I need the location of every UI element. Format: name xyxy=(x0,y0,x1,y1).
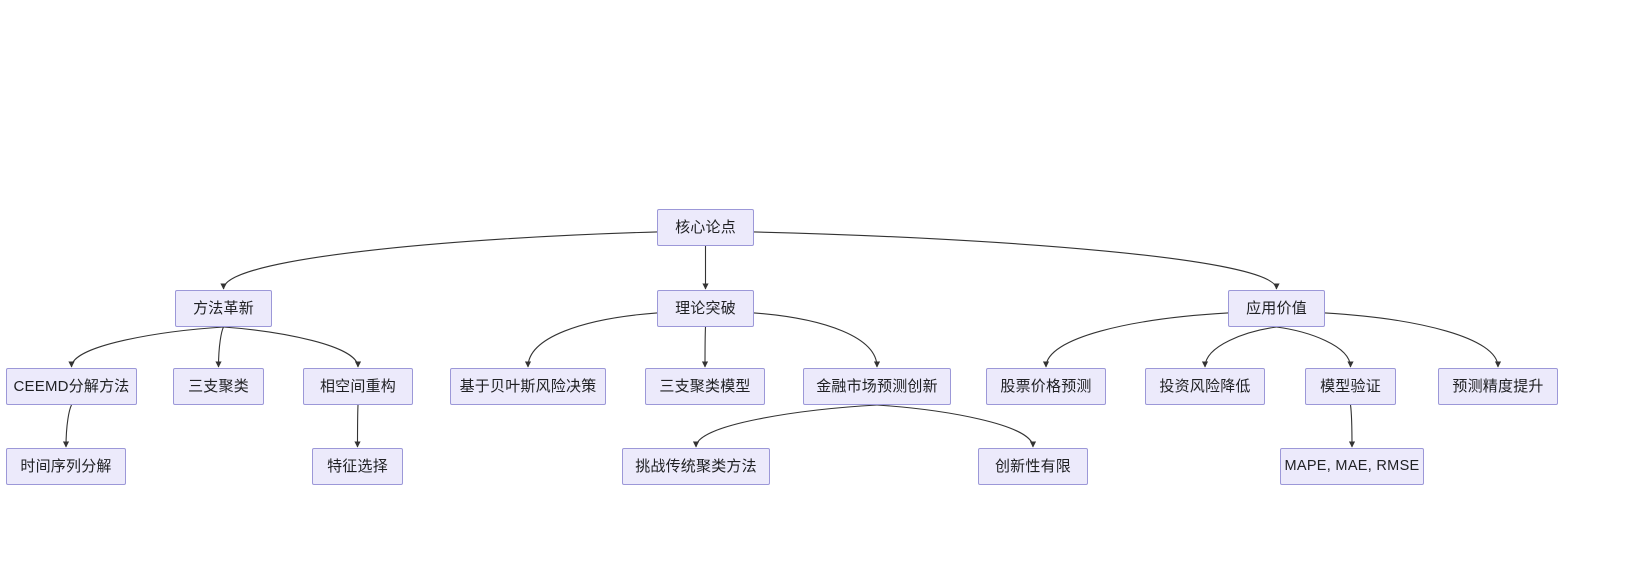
node-label: 基于贝叶斯风险决策 xyxy=(459,378,597,395)
node-l4c[interactable]: 挑战传统聚类方法 xyxy=(622,448,770,485)
node-l3e[interactable]: 三支聚类模型 xyxy=(645,368,765,405)
node-l3a[interactable]: CEEMD分解方法 xyxy=(6,368,137,405)
node-label: 金融市场预测创新 xyxy=(816,378,938,395)
node-label: MAPE, MAE, RMSE xyxy=(1284,458,1420,475)
node-l3h[interactable]: 投资风险降低 xyxy=(1145,368,1265,405)
edge-l2c-to-l3h xyxy=(1201,326,1277,368)
node-label: 方法革新 xyxy=(193,300,254,317)
node-label: 创新性有限 xyxy=(994,458,1071,475)
edge-l3i-to-l4e xyxy=(1348,404,1356,448)
node-l3f[interactable]: 金融市场预测创新 xyxy=(803,368,951,405)
edge-l3f-to-l4d xyxy=(876,404,1037,448)
node-l4d[interactable]: 创新性有限 xyxy=(978,448,1088,485)
edge-group xyxy=(62,231,1502,448)
edge-l2c-to-l3g xyxy=(1042,312,1229,368)
node-label: 核心论点 xyxy=(675,219,736,236)
edge-l2a-to-l3c xyxy=(223,326,362,368)
node-label: 预测精度提升 xyxy=(1452,378,1544,395)
node-label: 理论突破 xyxy=(675,300,736,317)
node-l4e[interactable]: MAPE, MAE, RMSE xyxy=(1280,448,1424,485)
node-l3g[interactable]: 股票价格预测 xyxy=(986,368,1106,405)
node-l2b[interactable]: 理论突破 xyxy=(657,290,754,327)
node-l3c[interactable]: 相空间重构 xyxy=(303,368,413,405)
edge-l2b-to-l3f xyxy=(753,312,881,368)
node-label: 三支聚类模型 xyxy=(659,378,751,395)
node-label: 三支聚类 xyxy=(188,378,249,395)
node-label: 应用价值 xyxy=(1246,300,1307,317)
node-root[interactable]: 核心论点 xyxy=(657,209,754,246)
edge-l2c-to-l3i xyxy=(1276,326,1354,368)
edge-l2b-to-l3d xyxy=(524,312,658,368)
node-label: CEEMD分解方法 xyxy=(13,378,130,395)
node-l3j[interactable]: 预测精度提升 xyxy=(1438,368,1558,405)
node-l2a[interactable]: 方法革新 xyxy=(175,290,272,327)
node-label: 特征选择 xyxy=(327,458,388,475)
edge-l3a-to-l4a xyxy=(62,404,72,448)
edge-l2a-to-l3b xyxy=(215,326,225,368)
node-l4b[interactable]: 特征选择 xyxy=(312,448,403,485)
node-l4a[interactable]: 时间序列分解 xyxy=(6,448,126,485)
edge-l2b-to-l3e xyxy=(701,326,709,368)
node-l3b[interactable]: 三支聚类 xyxy=(173,368,264,405)
node-label: 相空间重构 xyxy=(319,378,396,395)
node-l2c[interactable]: 应用价值 xyxy=(1228,290,1325,327)
edge-l2c-to-l3j xyxy=(1324,312,1502,368)
node-label: 时间序列分解 xyxy=(20,458,112,475)
node-label: 投资风险降低 xyxy=(1159,378,1251,395)
edge-root-to-l2c xyxy=(753,231,1280,290)
edge-l3c-to-l4b xyxy=(354,404,361,448)
edge-root-to-l2a xyxy=(220,231,658,290)
node-l3d[interactable]: 基于贝叶斯风险决策 xyxy=(450,368,606,405)
edge-l3f-to-l4c xyxy=(693,404,878,448)
node-label: 股票价格预测 xyxy=(1000,378,1092,395)
node-label: 挑战传统聚类方法 xyxy=(635,458,757,475)
node-l3i[interactable]: 模型验证 xyxy=(1305,368,1396,405)
node-label: 模型验证 xyxy=(1320,378,1381,395)
edge-l2a-to-l3a xyxy=(68,326,224,368)
